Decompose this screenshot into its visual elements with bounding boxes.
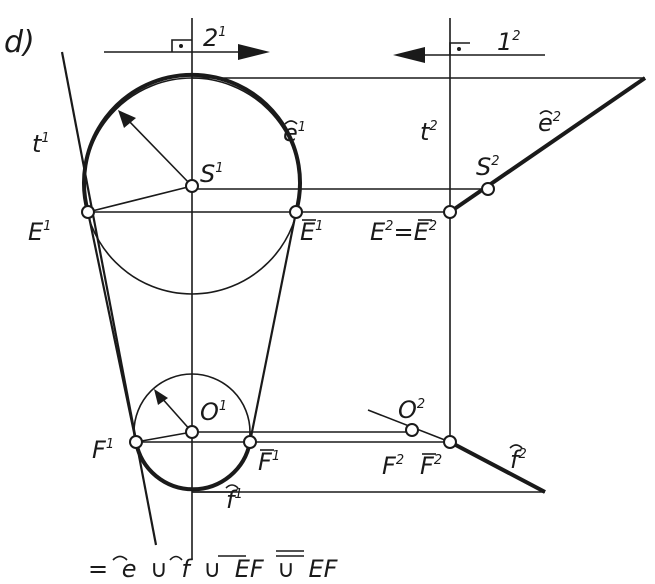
point-S1 xyxy=(185,179,199,193)
radius-arrow-e xyxy=(125,117,193,187)
label-E1: E1 xyxy=(28,218,51,246)
label-Ebar1: E1 xyxy=(300,218,323,246)
point-O2 xyxy=(405,423,419,437)
arc-f1 xyxy=(134,441,252,492)
point-Fbar1 xyxy=(243,435,257,449)
point-F2 xyxy=(443,435,457,449)
view-arrow-1: 21 xyxy=(104,24,270,60)
svg-text:E2=E2: E2=E2 xyxy=(370,218,437,246)
svg-text:f2: f2 xyxy=(510,446,527,474)
view-arrow-2: 12 xyxy=(393,28,545,63)
point-E2 xyxy=(443,205,457,219)
svg-text:12: 12 xyxy=(497,28,521,56)
point-O1 xyxy=(185,425,199,439)
svg-text:f1: f1 xyxy=(226,486,243,514)
label-S2: S2 xyxy=(476,153,500,181)
label-O2: O2 xyxy=(398,396,425,424)
point-F1 xyxy=(129,435,143,449)
arc-e1 xyxy=(82,72,302,213)
edge-e2 xyxy=(448,76,647,214)
svg-text:= e ∪ f: = e ∪ f ∪ EF ∪ EF xyxy=(88,555,339,583)
label-f1: f1 xyxy=(225,484,243,514)
label-S1: S1 xyxy=(200,160,224,188)
label-E2-eq-Ebar2: E2=E2 xyxy=(370,218,437,246)
point-E1 xyxy=(81,205,95,219)
line-O1-F1 xyxy=(135,431,193,443)
label-Fbar2: F2 xyxy=(420,452,442,480)
label-t2: t2 xyxy=(420,118,438,146)
line-t1 xyxy=(60,51,158,546)
radius-arrow-f xyxy=(159,395,193,433)
panel-label: d) xyxy=(4,25,35,60)
label-O1: O1 xyxy=(200,398,227,426)
label-t1: t1 xyxy=(32,130,50,158)
label-e1: e1 xyxy=(283,119,306,147)
label-e2: e2 xyxy=(538,109,561,137)
svg-text:e1: e1 xyxy=(283,119,306,147)
svg-text:21: 21 xyxy=(203,24,227,52)
label-Fbar1: F1 xyxy=(258,448,280,476)
point-Ebar1 xyxy=(289,205,303,219)
label-F1: F1 xyxy=(92,436,114,464)
svg-text:E1: E1 xyxy=(300,218,323,246)
line-S1-E1 xyxy=(87,185,193,213)
svg-text:F1: F1 xyxy=(258,448,280,476)
svg-text:F2: F2 xyxy=(420,452,442,480)
tangent-right xyxy=(248,211,298,443)
edge-f2 xyxy=(449,440,546,494)
point-S2 xyxy=(481,182,495,196)
label-F2: F2 xyxy=(382,452,404,480)
label-f2: f2 xyxy=(509,444,527,474)
formula: = e ∪ f ∪ EF ∪ EF xyxy=(88,550,339,583)
svg-text:e2: e2 xyxy=(538,109,561,137)
